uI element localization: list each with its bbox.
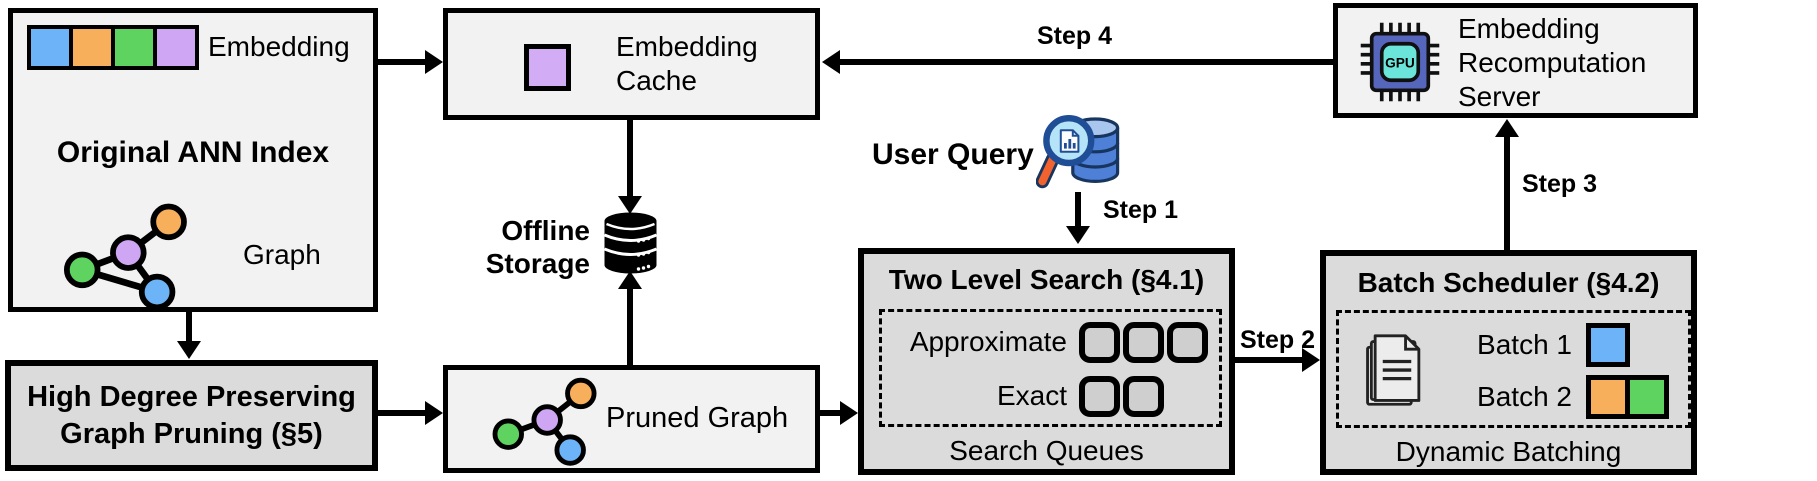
search-queues-label: Search Queues	[949, 435, 1144, 466]
batch2-squares	[1586, 375, 1678, 419]
approximate-queues	[1079, 321, 1209, 363]
batch2-row: Batch 2	[1451, 371, 1678, 423]
approximate-row: Approximate	[882, 315, 1219, 369]
embedding-cell-purple-icon	[157, 29, 195, 66]
queue-slot-icon	[1079, 321, 1120, 363]
gpu-chip-label: GPU	[1385, 55, 1415, 70]
step3-label: Step 3	[1522, 170, 1598, 198]
batch1-label: Batch 1	[1477, 329, 1572, 360]
exact-queues	[1079, 375, 1209, 417]
batch2-green-square-icon	[1625, 375, 1669, 419]
approximate-label: Approximate	[909, 326, 1067, 357]
queue-slot-icon	[1123, 321, 1164, 363]
search-queues-panel: Approximate Exact	[879, 309, 1222, 427]
recomputation-server-label: Embedding Recomputation Server	[1458, 12, 1646, 114]
embedding-cache-line2: Cache	[616, 65, 697, 96]
embedding-cache-label: Embedding Cache	[616, 30, 758, 98]
pruned-graph-icon	[492, 377, 597, 466]
offline-line1: Offline	[501, 215, 590, 246]
offline-line2: Storage	[485, 248, 590, 279]
server-line2: Recomputation	[1458, 47, 1647, 78]
queue-slot-icon	[1079, 375, 1120, 417]
pruned-graph-label: Pruned Graph	[606, 402, 789, 434]
documents-icon	[1366, 334, 1421, 406]
exact-label: Exact	[996, 380, 1067, 411]
pruning-line2: Graph Pruning (§5)	[60, 417, 323, 450]
dynamic-batching-panel: Batch 1 Batch 2	[1336, 310, 1691, 428]
graph-icon	[63, 203, 187, 311]
embedding-cell-blue-icon	[31, 29, 69, 66]
server-line1: Embedding	[1458, 13, 1600, 44]
embedding-vector-icon	[27, 25, 199, 70]
queue-slot-icon	[1167, 321, 1208, 363]
batch-scheduler-title: Batch Scheduler (§4.2)	[1357, 267, 1660, 298]
gpu-chip-icon: GPU	[1360, 22, 1440, 102]
embedding-cell-green-icon	[115, 29, 153, 66]
batch-scheduler-box: Batch Scheduler (§4.2) Batch 1	[1320, 250, 1697, 475]
dynamic-batching-label: Dynamic Batching	[1395, 436, 1622, 467]
database-icon	[603, 212, 658, 274]
server-line3: Server	[1458, 81, 1541, 112]
graph-pruning-box: High Degree Preserving Graph Pruning (§5…	[5, 360, 378, 471]
recomputation-server-box: GPU Embedding Recomputation Server	[1333, 3, 1698, 118]
step4-label: Step 4	[1037, 22, 1113, 50]
original-ann-index-box: Embedding Original ANN Index Graph	[8, 8, 378, 312]
embedding-cell-orange-icon	[73, 29, 111, 66]
embedding-cache-box: Embedding Cache	[443, 8, 820, 120]
queue-slot-icon	[1123, 375, 1164, 417]
batch2-label: Batch 2	[1477, 381, 1572, 412]
exact-row: Exact	[882, 369, 1219, 423]
two-level-search-title: Two Level Search (§4.1)	[888, 264, 1205, 295]
batch1-blue-square-icon	[1586, 323, 1630, 367]
step2-label: Step 2	[1240, 326, 1316, 354]
batch1-row: Batch 1	[1451, 319, 1678, 371]
pruned-graph-box: Pruned Graph	[443, 365, 820, 473]
pruning-line1: High Degree Preserving	[27, 380, 356, 413]
graph-label: Graph	[243, 239, 321, 270]
batch2-orange-square-icon	[1586, 375, 1630, 419]
batch-rows: Batch 1 Batch 2	[1451, 319, 1678, 423]
user-query-label: User Query	[872, 138, 1034, 171]
graph-pruning-label: High Degree Preserving Graph Pruning (§5…	[27, 379, 356, 453]
query-magnifier-database-icon	[1036, 115, 1120, 189]
offline-storage-label: Offline Storage	[455, 214, 590, 280]
step1-label: Step 1	[1103, 196, 1179, 224]
original-ann-index-title: Original ANN Index	[56, 136, 330, 169]
embedding-cache-line1: Embedding	[616, 31, 758, 62]
batch1-squares	[1586, 323, 1678, 367]
embedding-label: Embedding	[208, 31, 350, 62]
cached-embedding-square-icon	[524, 44, 571, 91]
two-level-search-box: Two Level Search (§4.1) Approximate Exac…	[858, 248, 1235, 475]
